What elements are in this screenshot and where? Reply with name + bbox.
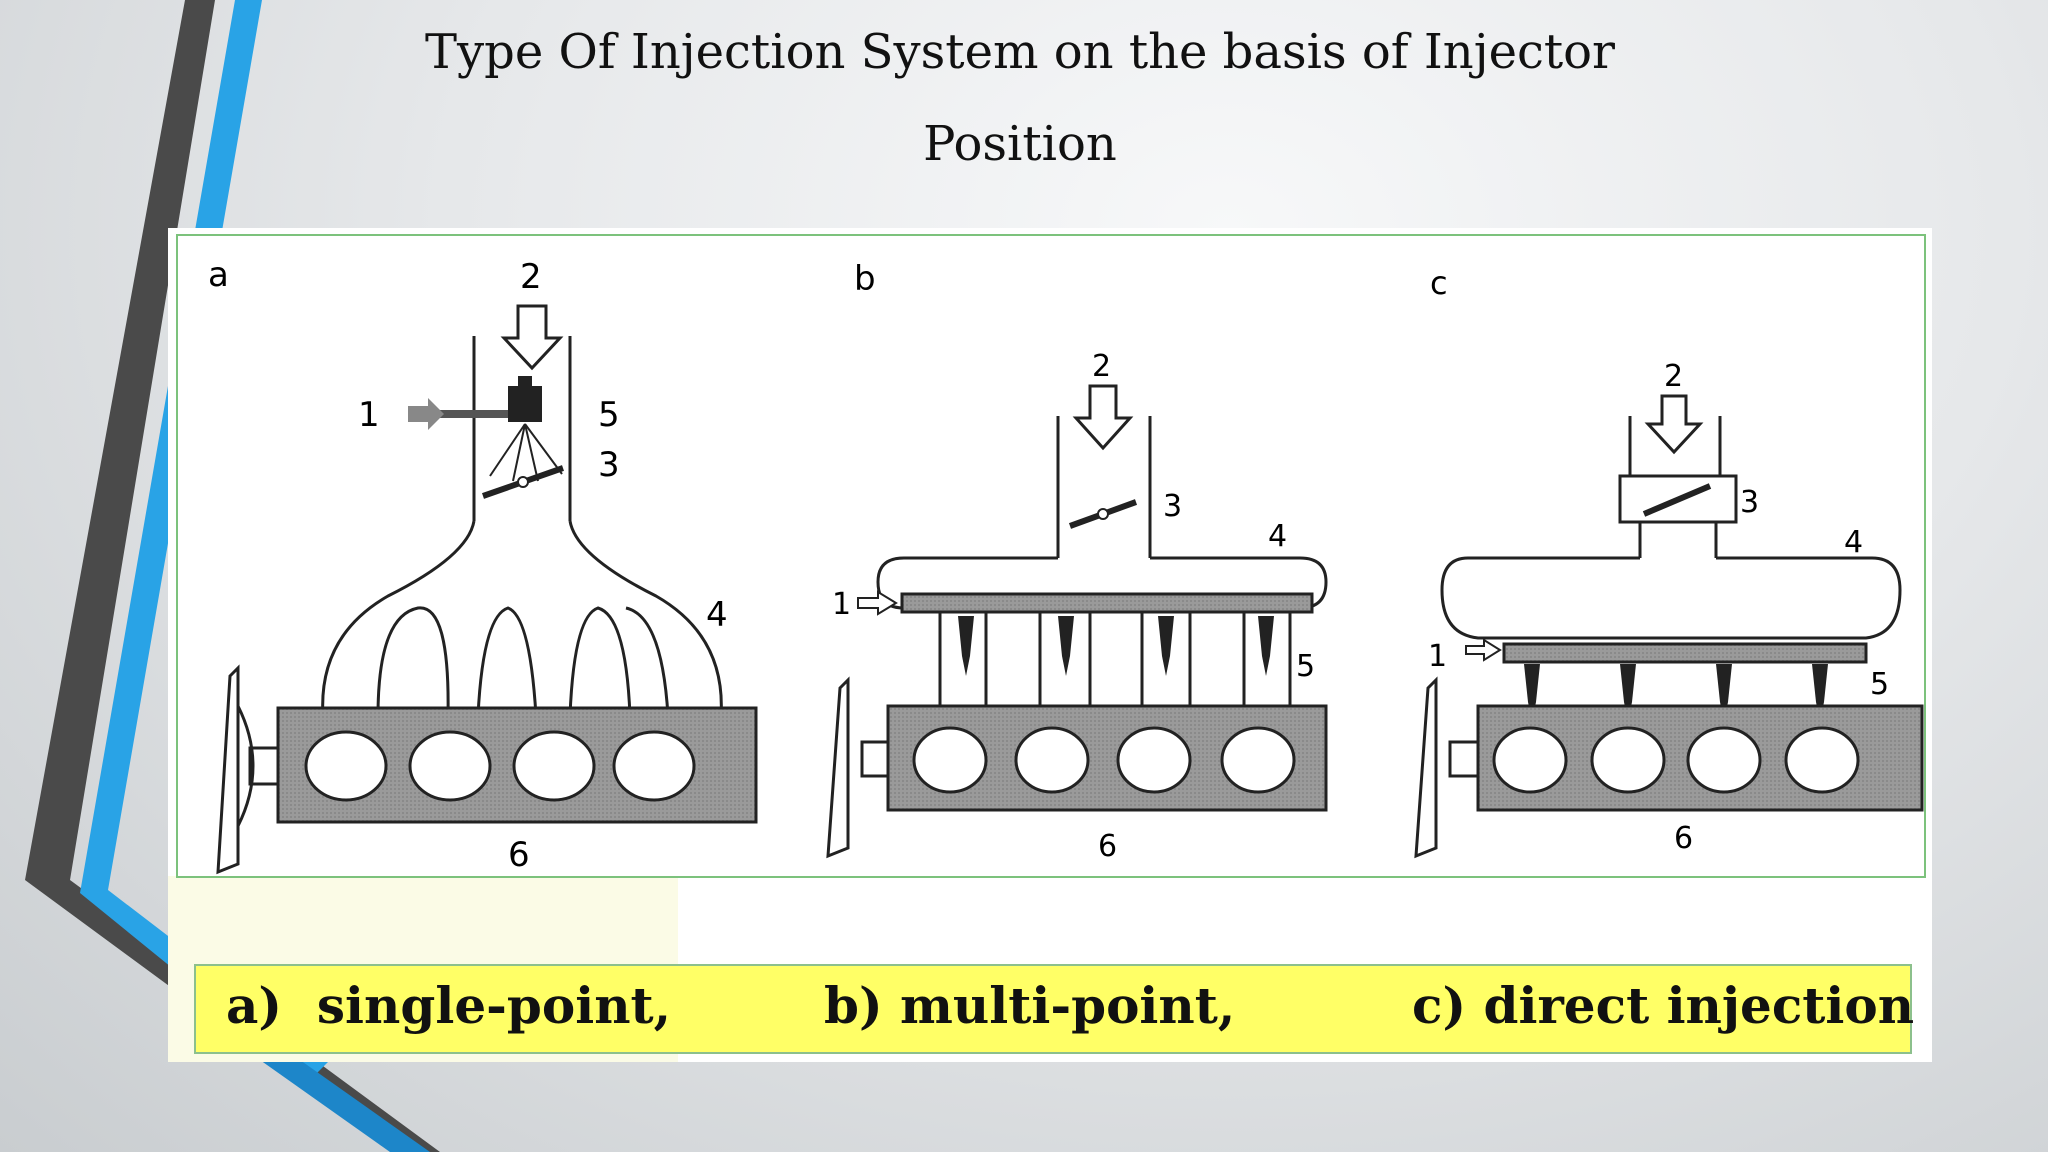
- label-c-6: 6: [1674, 821, 1693, 856]
- panel-a: a: [208, 255, 758, 875]
- caption-multi-point: b) multi-point,: [824, 976, 1236, 1035]
- injectors: [958, 616, 1274, 676]
- dark-stripe: [25, 0, 440, 1152]
- caption-single-point: a) single-point,: [226, 976, 672, 1035]
- label-a-3: 3: [598, 445, 620, 485]
- fuel-rail: [1502, 642, 1868, 664]
- label-c-4: 4: [1844, 525, 1863, 560]
- air-arrow: [1072, 384, 1134, 451]
- fuel-rail: [900, 592, 1314, 614]
- air-arrow: [500, 304, 564, 371]
- injector: [508, 386, 542, 422]
- label-a-6: 6: [508, 835, 530, 875]
- injection-diagram: a: [208, 255, 1924, 875]
- label-b-1: 1: [832, 587, 851, 622]
- panel-letter-c: c: [1430, 264, 1448, 302]
- label-b-6: 6: [1098, 829, 1117, 864]
- title-line-1: Type Of Injection System on the basis of…: [424, 24, 1615, 80]
- fuel-arrow: [408, 398, 444, 430]
- label-b-2: 2: [1092, 349, 1111, 384]
- panel-letter-b: b: [854, 259, 876, 299]
- label-b-4: 4: [1268, 519, 1287, 554]
- blue-stripe: [80, 0, 330, 1080]
- caption-bar: a) single-point, b) multi-point, c) dire…: [194, 964, 1915, 1054]
- blue-stripe-lower: [260, 1060, 430, 1152]
- throttle-plate: [1642, 483, 1712, 517]
- injectors: [1524, 664, 1828, 722]
- label-a-5: 5: [598, 395, 620, 435]
- label-a-4: 4: [706, 595, 728, 635]
- title-line-2: Position: [923, 116, 1117, 172]
- label-c-5: 5: [1870, 667, 1889, 702]
- fuel-arrow: [1465, 638, 1502, 662]
- panel-c: c: [1414, 264, 1924, 859]
- label-c-1: 1: [1428, 639, 1447, 674]
- panel-letter-a: a: [208, 255, 229, 295]
- label-a-1: 1: [358, 395, 380, 435]
- caption-direct-injection: c) direct injection: [1412, 976, 1915, 1035]
- air-arrow: [1644, 394, 1704, 455]
- figure-image: a: [168, 228, 1932, 1062]
- label-b-3: 3: [1163, 489, 1182, 524]
- panel-b: b: [826, 259, 1328, 864]
- fuel-arrow: [857, 590, 898, 616]
- label-a-2: 2: [520, 257, 542, 297]
- label-c-2: 2: [1664, 359, 1683, 394]
- slide-title: Type Of Injection System on the basis of…: [260, 6, 1780, 190]
- label-c-3: 3: [1740, 485, 1759, 520]
- diagram-frame: a: [176, 234, 1926, 878]
- label-b-5: 5: [1296, 649, 1315, 684]
